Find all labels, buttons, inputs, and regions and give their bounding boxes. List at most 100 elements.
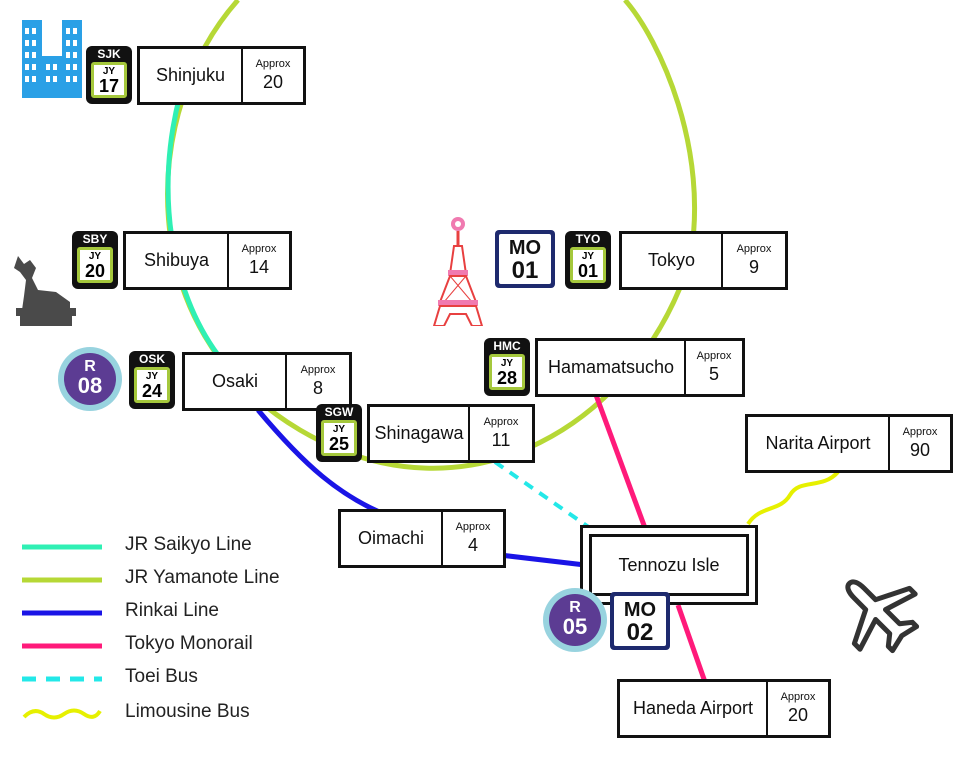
legend-swatch [22, 577, 102, 583]
approx-time: Approx 20 [241, 49, 303, 102]
line-code: R [84, 358, 96, 375]
station-code: OSK [138, 352, 165, 366]
monorail-line-upper [593, 394, 648, 529]
approx-label: Approx [736, 243, 772, 255]
legend-item-rinkai: Rinkai Line [22, 600, 322, 630]
station-number: 28 [496, 368, 518, 388]
legend-swatch [22, 643, 102, 649]
legend-item-saikyo: JR Saikyo Line [22, 534, 322, 564]
station-box-hamamatsucho: Hamamatsucho Approx 5 [535, 338, 745, 397]
approx-time: Approx 11 [468, 407, 532, 460]
legend-item-toei-bus: Toei Bus [22, 666, 322, 696]
station-name: Oimachi [357, 528, 424, 548]
approx-time: Approx 14 [227, 234, 289, 287]
approx-minutes: 5 [708, 364, 719, 384]
station-name: Tennozu Isle [589, 534, 749, 596]
approx-minutes: 11 [491, 430, 511, 450]
approx-time: Approx 90 [888, 417, 950, 470]
monorail-line-lower [675, 604, 708, 683]
approx-label: Approx [483, 416, 519, 428]
approx-time: Approx 8 [285, 355, 349, 408]
station-number: 24 [141, 381, 163, 401]
approx-minutes: 8 [312, 378, 323, 398]
toei-bus-line [493, 460, 592, 530]
station-box-tokyo: Tokyo Approx 9 [619, 231, 788, 290]
approx-time: Approx 20 [766, 682, 828, 735]
approx-label: Approx [902, 426, 938, 438]
skyscraper-icon [22, 20, 82, 98]
station-name: Shinagawa [374, 423, 464, 443]
airplane-icon [845, 579, 920, 654]
station-box-haneda: Haneda Airport Approx 20 [617, 679, 831, 738]
station-box-shinagawa: Shinagawa Approx 11 [367, 404, 535, 463]
line-code: JY [581, 251, 595, 262]
approx-time: Approx 5 [684, 341, 742, 394]
legend-label: JR Yamanote Line [125, 567, 280, 588]
station-box-shibuya: Shibuya Approx 14 [123, 231, 292, 290]
station-name: Tokyo [647, 250, 696, 270]
approx-label: Approx [780, 691, 816, 703]
station-box-oimachi: Oimachi Approx 4 [338, 509, 506, 568]
approx-label: Approx [300, 364, 336, 376]
approx-label: Approx [255, 58, 291, 70]
legend-label: Tokyo Monorail [125, 633, 253, 654]
line-code: R [569, 599, 581, 616]
legend-label: Rinkai Line [125, 600, 219, 621]
approx-time: Approx 4 [441, 512, 503, 565]
line-code: MO [508, 237, 542, 259]
station-code: HMC [493, 339, 521, 353]
legend-label: Toei Bus [125, 666, 198, 687]
legend-swatch [22, 676, 102, 682]
approx-minutes: 14 [248, 257, 270, 277]
approx-label: Approx [241, 243, 277, 255]
station-name: Narita Airport [765, 433, 871, 453]
line-code: MO [623, 599, 657, 621]
line-code: JY [145, 371, 159, 382]
legend-swatch [22, 610, 102, 616]
tokyo-tower-icon [432, 217, 484, 326]
station-code: SGW [324, 405, 354, 419]
station-number: 17 [98, 76, 120, 96]
line-code: JY [88, 251, 102, 262]
station-code: SBY [82, 232, 108, 246]
station-box-narita: Narita Airport Approx 90 [745, 414, 953, 473]
approx-label: Approx [696, 350, 732, 362]
approx-minutes: 20 [262, 72, 284, 92]
approx-minutes: 4 [467, 535, 478, 555]
legend-label: Limousine Bus [125, 701, 250, 722]
station-box-shinjuku: Shinjuku Approx 20 [137, 46, 306, 105]
station-name: Haneda Airport [632, 698, 754, 718]
line-code: JY [332, 424, 346, 435]
approx-label: Approx [455, 521, 491, 533]
station-box-osaki: Osaki Approx 8 [182, 352, 352, 411]
station-name: Hamamatsucho [547, 357, 675, 377]
line-code: JY [102, 66, 116, 77]
legend-item-yamanote: JR Yamanote Line [22, 567, 322, 597]
station-number: 05 [562, 614, 588, 639]
legend-item-monorail: Tokyo Monorail [22, 633, 322, 663]
station-number: 01 [577, 261, 599, 281]
approx-time: Approx 9 [721, 234, 785, 287]
station-name: Shinjuku [155, 65, 226, 85]
station-number: 08 [77, 373, 103, 398]
approx-minutes: 90 [909, 440, 931, 460]
legend-swatch [22, 544, 102, 550]
legend-swatch [22, 708, 102, 720]
line-code: JY [500, 358, 514, 369]
legend-label: JR Saikyo Line [125, 534, 252, 555]
station-box-tennozu: Tennozu Isle [580, 525, 758, 605]
station-code: SJK [97, 47, 121, 61]
approx-minutes: 20 [787, 705, 809, 725]
hachiko-dog-statue-icon [14, 256, 76, 326]
station-name: Osaki [211, 371, 258, 391]
station-number: 25 [328, 434, 350, 454]
